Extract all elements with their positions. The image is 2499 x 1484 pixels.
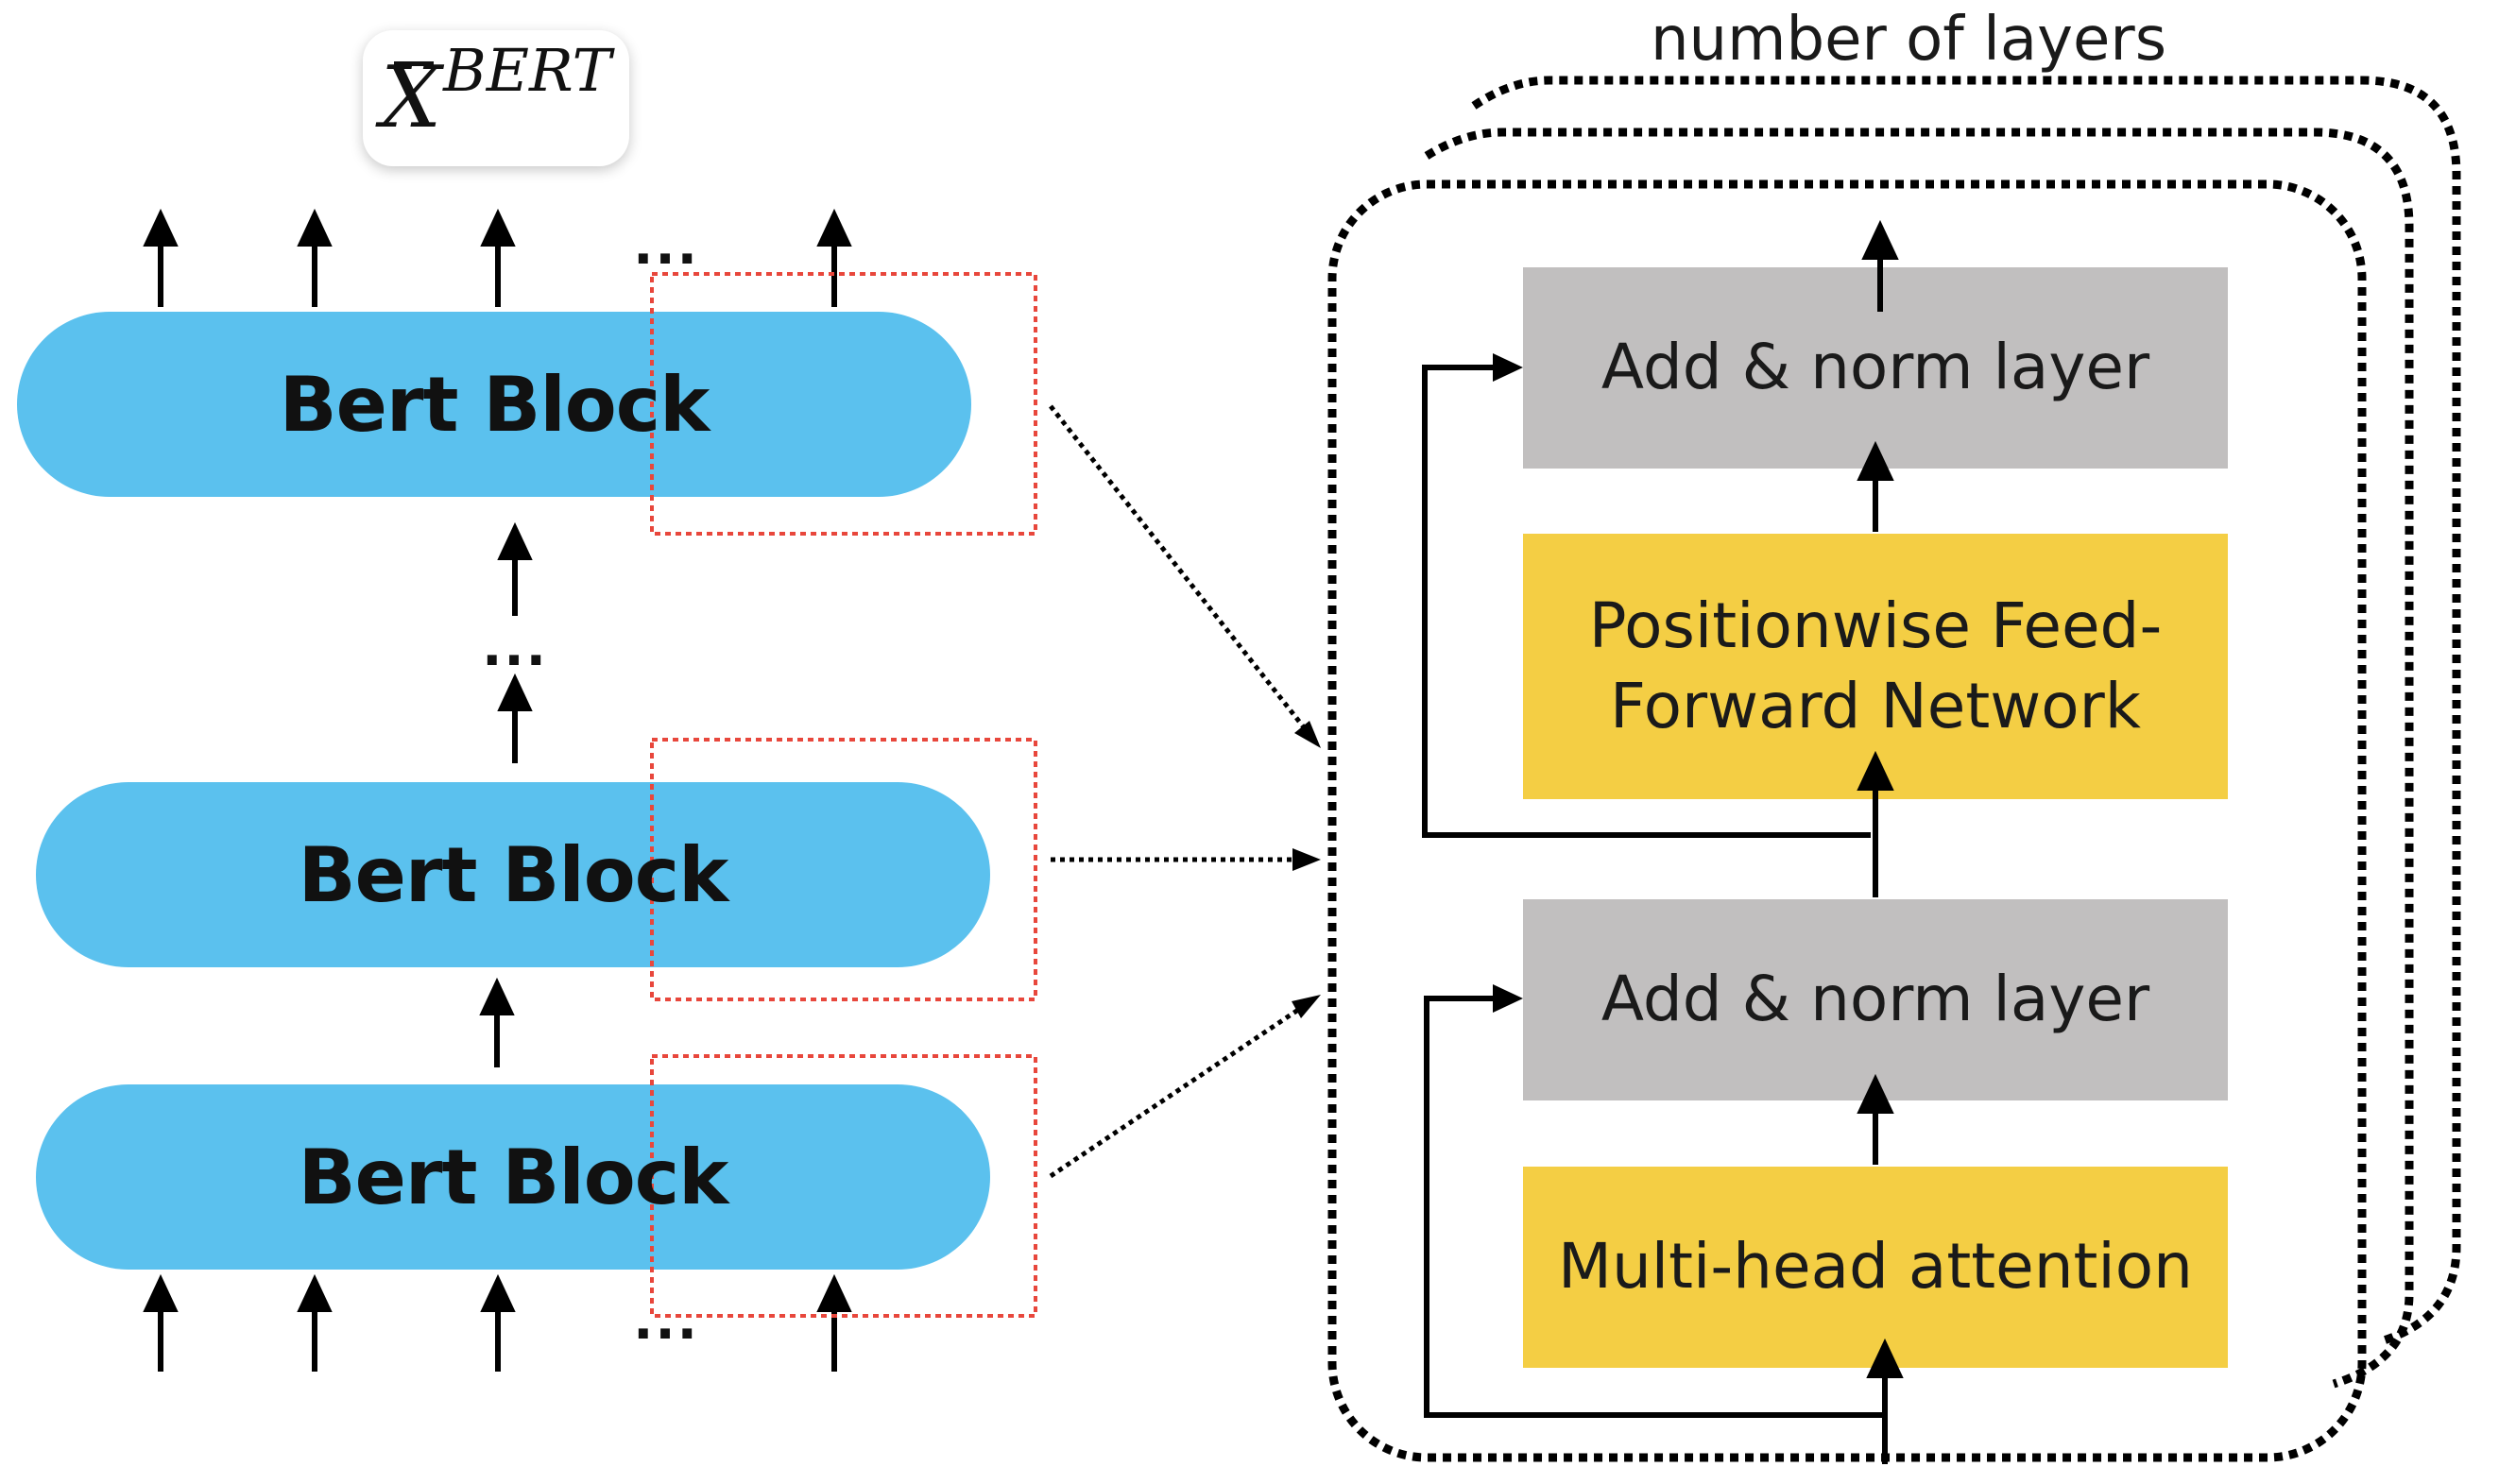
ffn-label-line1: Positionwise Feed- bbox=[1588, 589, 2163, 663]
number-of-layers-title: number of layers bbox=[1650, 5, 2167, 75]
bert-block-top-label: Bert Block bbox=[279, 360, 710, 449]
add-norm-top-box bbox=[1523, 267, 2228, 469]
add-norm-bottom-label: Add & norm layer bbox=[1600, 963, 2150, 1036]
ffn-label-line2: Forward Network bbox=[1610, 669, 2141, 742]
bert-block-top bbox=[17, 312, 971, 497]
bert-block-bottom-label: Bert Block bbox=[298, 1133, 729, 1221]
ellipsis-bottom: ... bbox=[633, 1289, 699, 1352]
layer-stack-frames bbox=[1327, 76, 2461, 1462]
input-arrows bbox=[143, 1273, 852, 1372]
bert-block-middle-label: Bert Block bbox=[298, 830, 729, 919]
bert-block-bottom bbox=[36, 1084, 990, 1270]
connector-arrows bbox=[1049, 404, 1306, 1179]
x-bar-bert-label: X BERT bbox=[363, 30, 629, 166]
add-norm-top-label: Add & norm layer bbox=[1600, 331, 2150, 404]
layer-internal-arrows bbox=[1857, 219, 1904, 1464]
attention-label: Multi-head attention bbox=[1558, 1230, 2193, 1304]
connector-arrowheads bbox=[1292, 721, 1321, 1018]
residual-arrowheads bbox=[1493, 353, 1523, 1013]
add-norm-bottom-box bbox=[1523, 899, 2228, 1100]
x-bar-symbol: X bbox=[381, 48, 442, 147]
stack-arrows bbox=[479, 521, 533, 1067]
ffn-label: Positionwise Feed- Forward Network bbox=[1523, 534, 2228, 799]
bert-superscript: BERT bbox=[443, 35, 611, 105]
attention-box bbox=[1523, 1167, 2228, 1368]
red-dotted-selections bbox=[650, 272, 1037, 1318]
ellipsis-top: ... bbox=[633, 214, 699, 277]
residual-connections bbox=[1422, 365, 1885, 1418]
bert-block-middle bbox=[36, 782, 990, 967]
ellipsis-middle: ... bbox=[482, 616, 548, 678]
output-arrows bbox=[143, 208, 852, 307]
